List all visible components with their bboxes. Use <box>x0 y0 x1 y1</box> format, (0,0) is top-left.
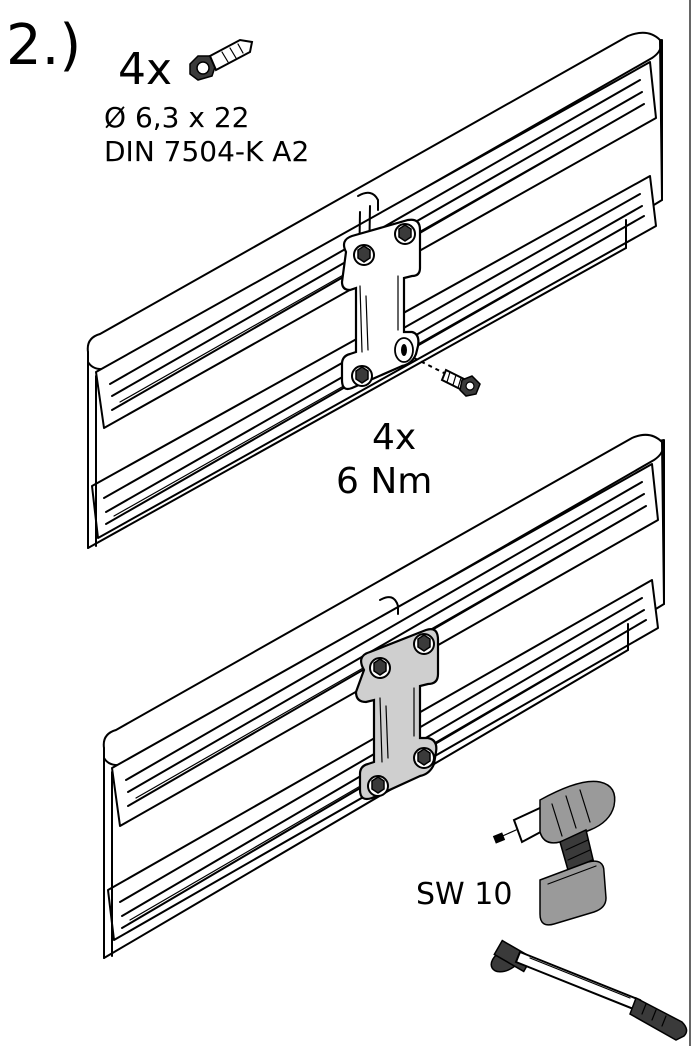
hex-self-drilling-screw-icon <box>189 38 254 81</box>
screw-standard: DIN 7504-K A2 <box>104 135 310 168</box>
tightening-torque: 6 Nm <box>336 461 433 502</box>
upper-connector-plate <box>340 218 422 391</box>
wrench-size-label: SW 10 <box>416 877 513 912</box>
screw-dimension: Ø 6,3 x 22 <box>104 101 250 134</box>
torque-wrench-icon <box>490 939 688 1041</box>
cordless-drill-icon <box>492 780 616 926</box>
exploded-screw-icon <box>413 357 481 397</box>
step-label: 2.) <box>6 13 82 78</box>
lower-connector-plate <box>354 628 440 801</box>
screw-quantity: 4x <box>118 44 173 95</box>
assembly-quantity: 4x <box>372 417 417 458</box>
